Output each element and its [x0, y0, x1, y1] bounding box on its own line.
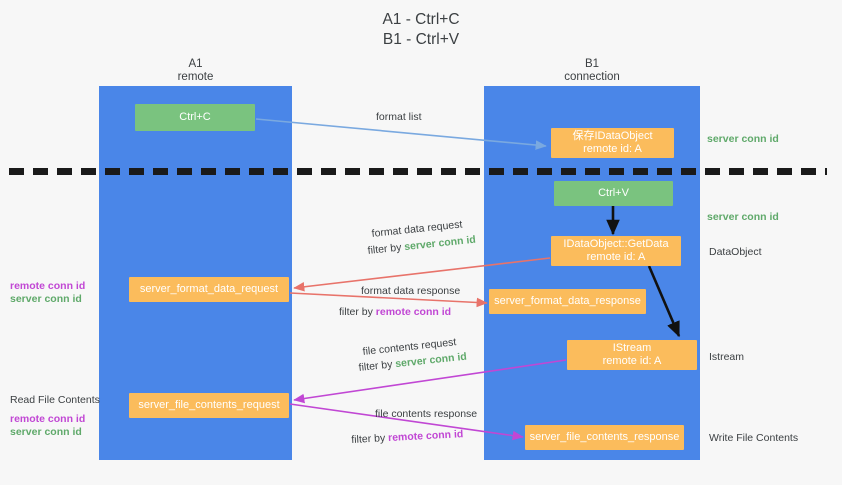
node-ctrl-c[interactable]: Ctrl+C	[135, 104, 255, 131]
annotation-dataobject: DataObject	[709, 246, 762, 258]
edge-label-format-list: format list	[376, 111, 422, 123]
annotation-remote-conn-id-upper: remote conn id	[10, 280, 86, 292]
node-istream-title: IStream	[612, 342, 652, 354]
page-title: A1 - Ctrl+C B1 - Ctrl+V	[0, 10, 842, 50]
annotation-remote-conn-id-lower: remote conn id	[10, 413, 86, 425]
annotation-server-conn-id-lower: server conn id	[10, 426, 82, 438]
node-idataobject-getdata[interactable]: IDataObject::GetData remote id: A	[551, 236, 681, 266]
node-idataobject-getdata-remote-id: remote id: A	[586, 251, 646, 263]
node-server-file-contents-request-label: server_file_contents_request	[138, 399, 280, 411]
phase-divider	[9, 168, 827, 175]
annotation-server-conn-id-top: server conn id	[707, 133, 779, 145]
node-server-format-data-response[interactable]: server_format_data_response	[489, 289, 646, 314]
node-idataobject-saved-title: 保存IDataObject	[572, 130, 653, 142]
edge-label-file-contents-response: file contents response	[375, 408, 478, 420]
node-idataobject-getdata-title: IDataObject::GetData	[563, 238, 669, 250]
remote-conn-id-text: remote conn id	[387, 428, 464, 445]
node-server-file-contents-request[interactable]: server_file_contents_request	[129, 393, 289, 418]
lane-a1-subtitle: remote	[177, 71, 214, 83]
node-server-format-data-response-label: server_format_data_response	[494, 295, 641, 307]
node-idataobject-saved[interactable]: 保存IDataObject remote id: A	[551, 128, 674, 158]
lane-b1-title: B1	[584, 58, 600, 70]
title-line-2: B1 - Ctrl+V	[382, 31, 460, 48]
title-line-1: A1 - Ctrl+C	[382, 11, 460, 28]
node-ctrl-v[interactable]: Ctrl+V	[554, 181, 673, 206]
annotation-istream: Istream	[709, 351, 745, 363]
remote-conn-id-text: remote conn id	[375, 306, 452, 318]
server-conn-id-text: server conn id	[403, 233, 477, 254]
lane-a1-title: A1	[188, 58, 203, 70]
lane-b1-subtitle: connection	[564, 71, 620, 83]
edge-label-format-data-response-filter: filter by remote conn id	[339, 305, 451, 319]
filter-by-text: filter by	[367, 241, 403, 257]
node-istream[interactable]: IStream remote id: A	[567, 340, 697, 370]
annotation-server-conn-id-upper: server conn id	[10, 293, 82, 305]
node-ctrl-v-label: Ctrl+V	[598, 187, 629, 199]
annotation-read-file-contents: Read File Contents	[10, 394, 100, 406]
filter-by-text: filter by	[351, 432, 386, 446]
node-ctrl-c-label: Ctrl+C	[179, 111, 211, 123]
node-server-format-data-request-label: server_format_data_request	[139, 283, 279, 295]
node-server-format-data-request[interactable]: server_format_data_request	[129, 277, 289, 302]
lane-header-b1: B1 connection	[484, 58, 700, 84]
node-server-file-contents-response[interactable]: server_file_contents_response	[525, 425, 684, 450]
annotation-server-conn-id-mid: server conn id	[707, 211, 779, 223]
filter-by-text: filter by	[358, 358, 394, 374]
node-istream-remote-id: remote id: A	[602, 355, 662, 367]
lane-header-a1: A1 remote	[99, 58, 292, 84]
edge-label-file-contents-response-filter: filter by remote conn id	[351, 427, 464, 447]
annotation-write-file-contents: Write File Contents	[709, 432, 799, 444]
node-idataobject-saved-remote-id: remote id: A	[583, 143, 642, 155]
filter-by-text: filter by	[339, 306, 373, 318]
edge-label-format-data-response: format data response	[361, 285, 461, 297]
node-server-file-contents-response-label: server_file_contents_response	[529, 431, 680, 443]
